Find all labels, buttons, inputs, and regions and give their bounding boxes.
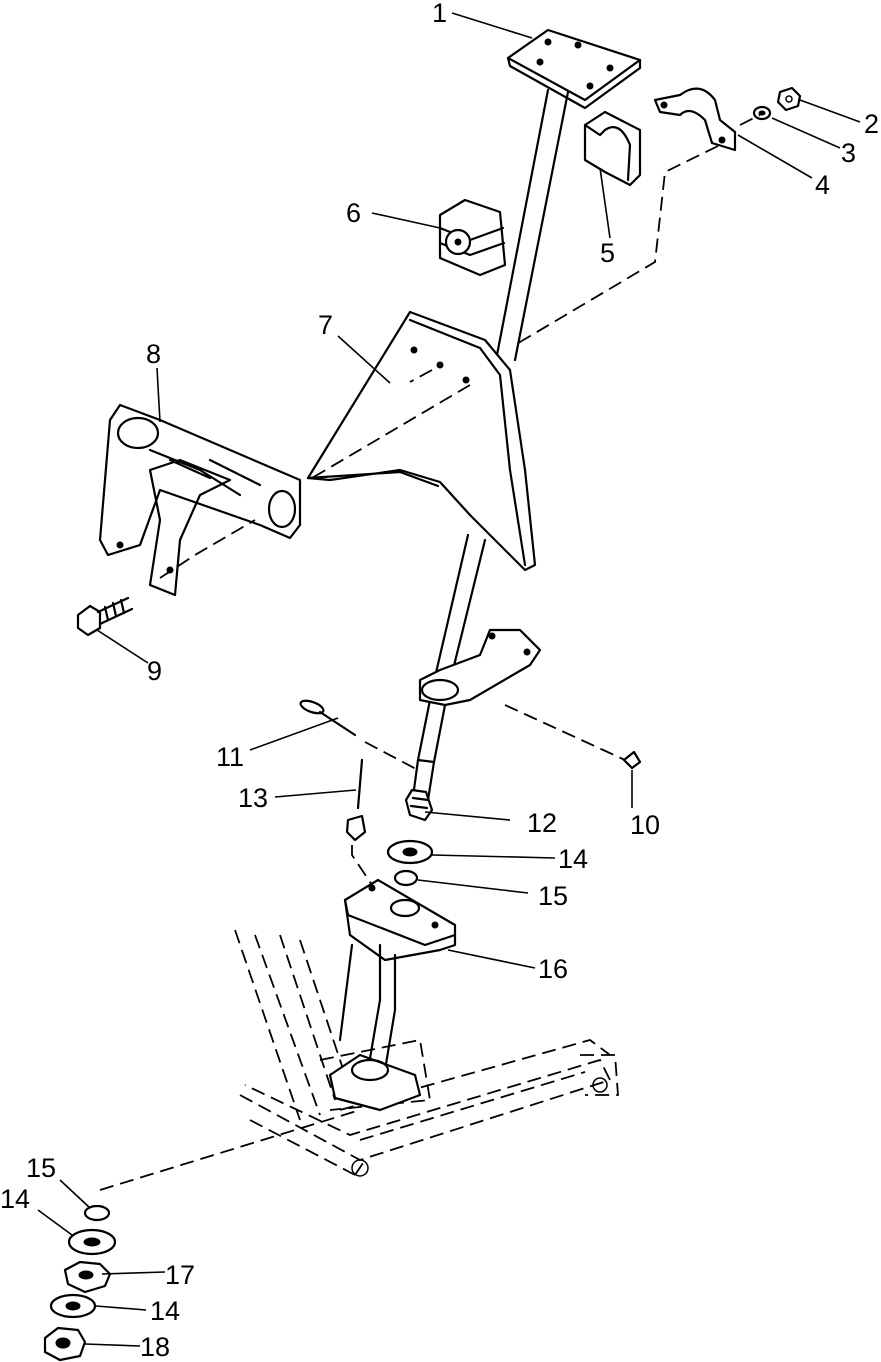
callout-10: 10 [630, 810, 660, 840]
callout-16: 16 [538, 954, 568, 984]
grease-fitting [345, 758, 367, 842]
callout-12: 12 [527, 808, 557, 838]
callout-18: 18 [140, 1332, 170, 1362]
flat-washer-upper [386, 839, 434, 865]
callout-8: 8 [146, 339, 161, 369]
callout-6: 6 [346, 198, 361, 228]
flat-washer-lower-b [49, 1293, 97, 1319]
callout-1: 1 [432, 0, 447, 28]
pivot-block [338, 878, 457, 1072]
callout-5: 5 [600, 238, 615, 268]
shaft-bushing-block [583, 110, 642, 187]
rubber-bushing [438, 198, 507, 277]
callout-2: 2 [864, 109, 879, 139]
lock-nut [43, 1326, 87, 1362]
o-ring-upper [393, 869, 419, 887]
flat-washer-lower-a [67, 1228, 117, 1256]
callout-17: 17 [165, 1260, 195, 1290]
callout-15-lower: 15 [26, 1153, 56, 1183]
callout-7: 7 [318, 310, 333, 340]
handlebar-mount-plate [506, 28, 642, 110]
steering-support-plate [306, 310, 537, 572]
assembly-lines [99, 114, 761, 1191]
leader-lines [37, 12, 861, 1347]
o-ring-lower [83, 1204, 111, 1222]
steering-post-base [328, 1053, 422, 1112]
callout-13: 13 [238, 783, 268, 813]
callout-14-lower-a: 14 [0, 1184, 30, 1214]
callout-9: 9 [147, 656, 162, 686]
bracket-bolt [76, 596, 134, 637]
cotter-pin [299, 699, 357, 737]
shaft-clamp [653, 87, 737, 152]
callout-14-upper: 14 [558, 844, 588, 874]
callout-4: 4 [815, 170, 830, 200]
callout-11: 11 [216, 742, 244, 772]
lock-washer [752, 105, 772, 121]
clamp-nut [776, 86, 802, 112]
castle-nut [63, 1260, 112, 1294]
callout-14-lower-b: 14 [150, 1296, 180, 1326]
steering-bracket [98, 403, 302, 597]
callout-3: 3 [841, 138, 856, 168]
flange-screw [622, 750, 642, 770]
callout-15-upper: 15 [538, 881, 568, 911]
bearing-flange [418, 628, 542, 707]
steering-shaft [411, 88, 570, 802]
